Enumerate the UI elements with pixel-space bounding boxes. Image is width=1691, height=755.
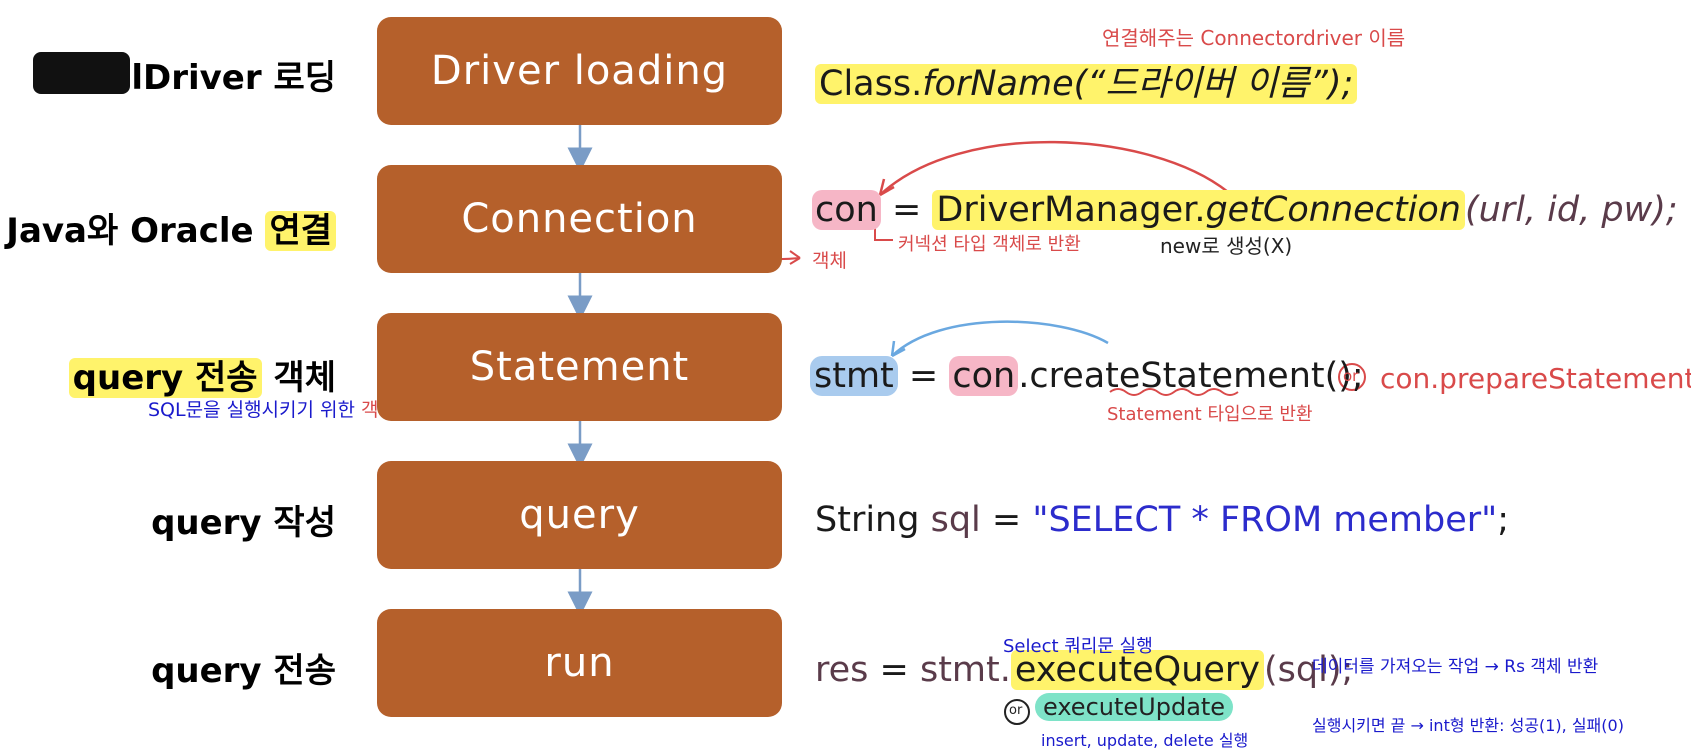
highlight-connect: 연결 — [265, 211, 336, 251]
con-return-note: 커넥션 타입 객체로 반환 — [898, 234, 1081, 255]
code-statement: stmt = con.createStatement(); — [810, 356, 1364, 396]
step-query: query — [377, 461, 782, 569]
or-circle-run — [1004, 699, 1030, 725]
step-driver-loading: Driver loading — [377, 17, 782, 125]
statement-return-note: Statement 타입으로 반환 — [1107, 404, 1313, 425]
code-run: res = stmt.executeQuery(sql); — [815, 650, 1354, 690]
code-query: String sql = "SELECT * FROM member"; — [815, 500, 1510, 540]
label-query-send: query 전송 — [151, 651, 336, 691]
update-desc-note: insert, update, delete 실행 — [1041, 731, 1249, 750]
statement-note: SQL문을 실행시키기 위한 객체 — [148, 399, 396, 421]
label-driver-loading: lDriver 로딩 — [131, 58, 336, 98]
code-driver-loading: Class.forName(“드라이버 이름”); — [815, 55, 1358, 106]
redacted-blot — [33, 52, 130, 94]
select-exec-note: Select 쿼리문 실행 — [1003, 636, 1153, 657]
or-label-statement: or — [1343, 367, 1359, 385]
con-object-note: 객체 — [812, 250, 847, 272]
or-label-run: or — [1009, 703, 1023, 718]
stmt-variable: stmt — [810, 356, 898, 396]
driver-name-note: 연결해주는 Connectordriver 이름 — [1102, 26, 1406, 50]
con-return-arrow — [874, 226, 893, 241]
update-result-note: 실행시키면 끝 → int형 반환: 성공(1), 실패(0) — [1312, 716, 1624, 735]
label-query-send-object: query 전송 객체 — [68, 350, 336, 399]
execute-update-note: executeUpdate — [1035, 693, 1234, 721]
query-desc-note: 데이터를 가져오는 작업 → Rs 객체 반환 — [1312, 657, 1599, 677]
con-object: con — [949, 356, 1019, 396]
label-java-oracle-connect: Java와 Oracle 연결 — [6, 203, 336, 252]
label-query-write: query 작성 — [151, 503, 336, 543]
step-statement: Statement — [377, 313, 782, 421]
con-variable: con — [812, 190, 881, 230]
step-connection: Connection — [377, 165, 782, 273]
prepare-statement-note: con.prepareStatement( ); — [1380, 362, 1691, 395]
stmt-curve-arrow — [891, 320, 1109, 357]
con-curve-arrow — [879, 140, 1229, 196]
or-circle-statement — [1338, 363, 1366, 391]
highlight-query-send: query 전송 — [68, 358, 262, 398]
statement-underline — [1109, 388, 1239, 396]
code-connection: con = DriverManager.getConnection(url, i… — [812, 190, 1678, 230]
step-run: run — [377, 609, 782, 717]
con-new-note: new로 생성(X) — [1160, 234, 1293, 258]
